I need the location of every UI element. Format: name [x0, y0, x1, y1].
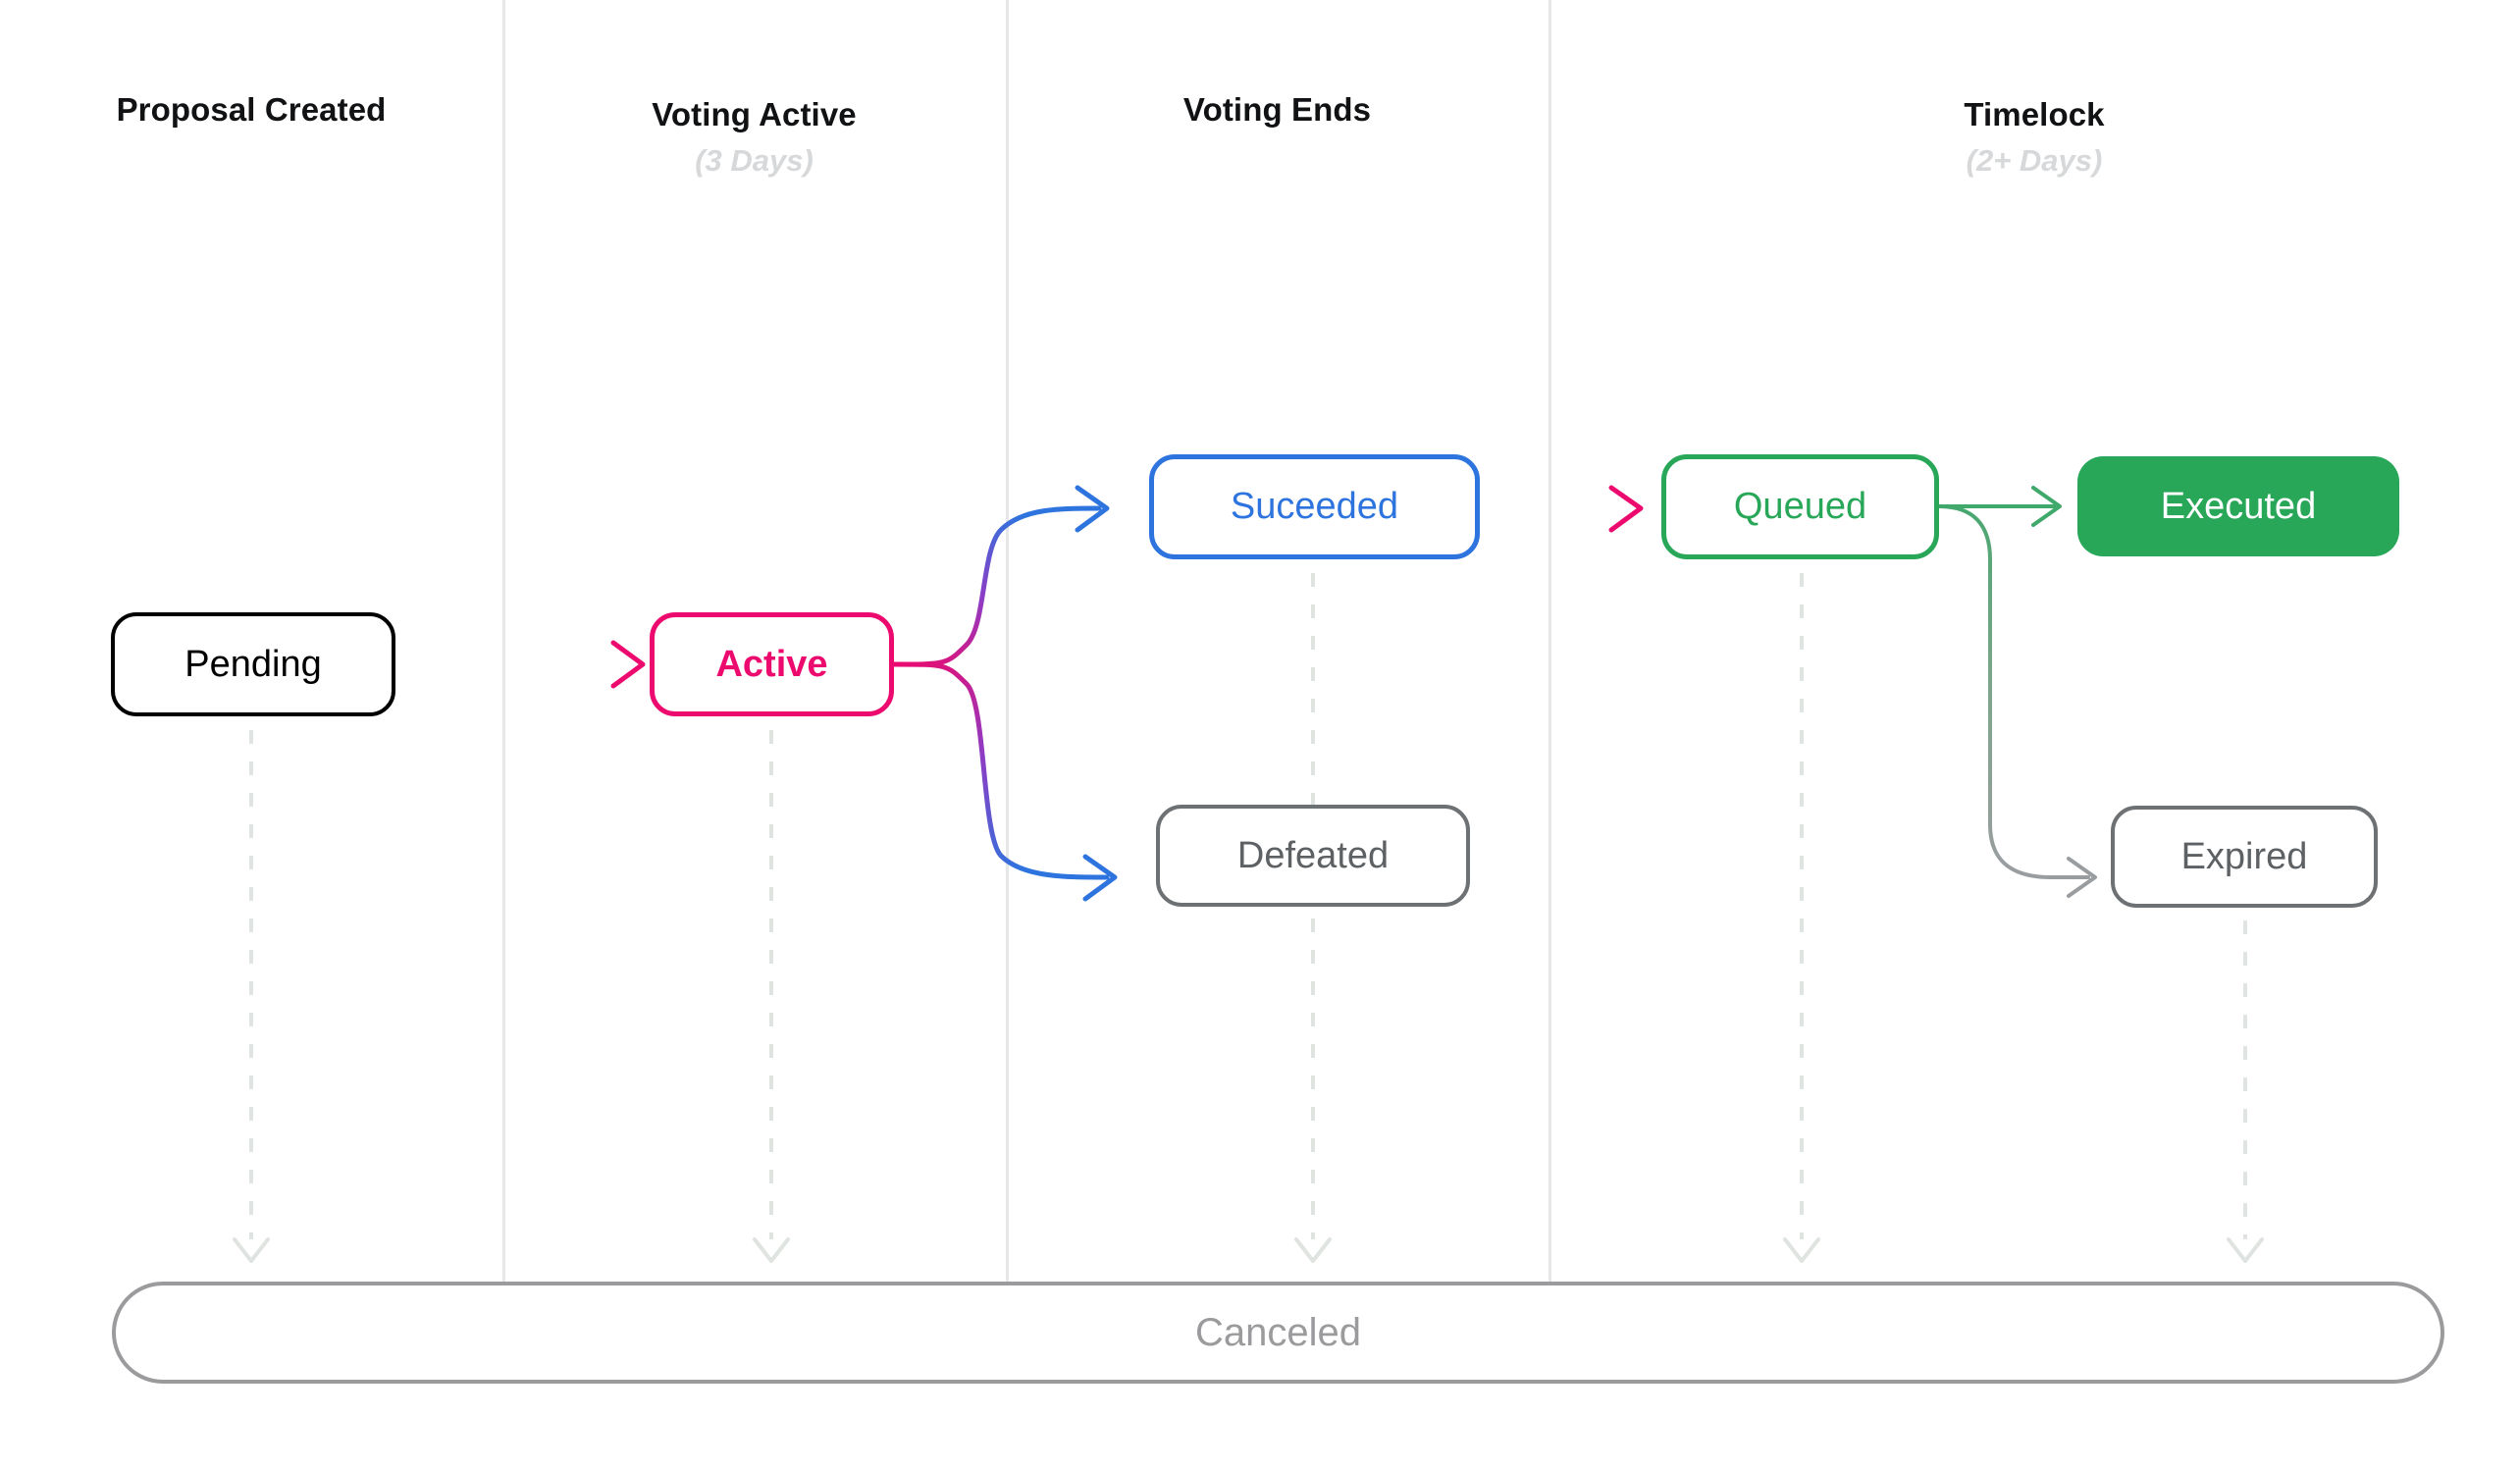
- edge-queued-to-executed: [1939, 486, 2062, 527]
- node-label: Defeated: [1236, 834, 1390, 876]
- phase-title: Voting Ends: [1182, 91, 1372, 128]
- node-label: Executed: [2160, 485, 2317, 527]
- node-label: Expired: [2180, 835, 2308, 877]
- node-suceeded[interactable]: Suceeded: [1149, 454, 1480, 559]
- phase-header-proposal-created: Proposal Created: [0, 93, 502, 126]
- phase-separator-2: [1549, 0, 1551, 1283]
- node-defeated[interactable]: Defeated: [1156, 805, 1470, 907]
- edge-active-to-suceeded: [891, 485, 1110, 667]
- phase-title: Proposal Created: [116, 91, 387, 128]
- node-label: Active: [715, 643, 828, 685]
- node-label: Queued: [1733, 486, 1867, 527]
- phase-header-voting-active: Voting Active (3 Days): [502, 98, 1006, 176]
- edge-active-to-defeated: [891, 661, 1118, 902]
- node-label: Suceeded: [1230, 486, 1399, 527]
- node-active[interactable]: Active: [650, 612, 894, 716]
- dashed-drop-queued: [1783, 573, 1820, 1263]
- dashed-drop-suceeded: [1294, 573, 1332, 1263]
- node-queued[interactable]: Queued: [1661, 454, 1939, 559]
- phase-title: Timelock: [1964, 96, 2105, 132]
- phase-subtitle: (3 Days): [695, 143, 814, 178]
- phase-separator-0: [502, 0, 505, 1283]
- phase-header-timelock: Timelock (2+ Days): [1549, 98, 2520, 176]
- dashed-drop-expired: [2227, 920, 2264, 1263]
- phase-separator-1: [1006, 0, 1009, 1283]
- dashed-drop-pending: [233, 730, 270, 1263]
- node-label: Pending: [184, 643, 322, 685]
- node-pending[interactable]: Pending: [111, 612, 395, 716]
- phase-header-voting-ends: Voting Ends: [1006, 93, 1549, 126]
- node-expired[interactable]: Expired: [2111, 806, 2378, 908]
- node-executed[interactable]: Executed: [2077, 456, 2399, 556]
- edge-queued-to-expired: [1937, 504, 2097, 898]
- node-canceled[interactable]: Canceled: [112, 1282, 2444, 1384]
- node-label: Canceled: [1194, 1310, 1361, 1354]
- phase-title: Voting Active: [652, 96, 857, 132]
- dashed-drop-active: [753, 730, 790, 1263]
- phase-subtitle: (2+ Days): [1966, 143, 2103, 178]
- edge-suceeded-to-queued: [1480, 485, 1644, 533]
